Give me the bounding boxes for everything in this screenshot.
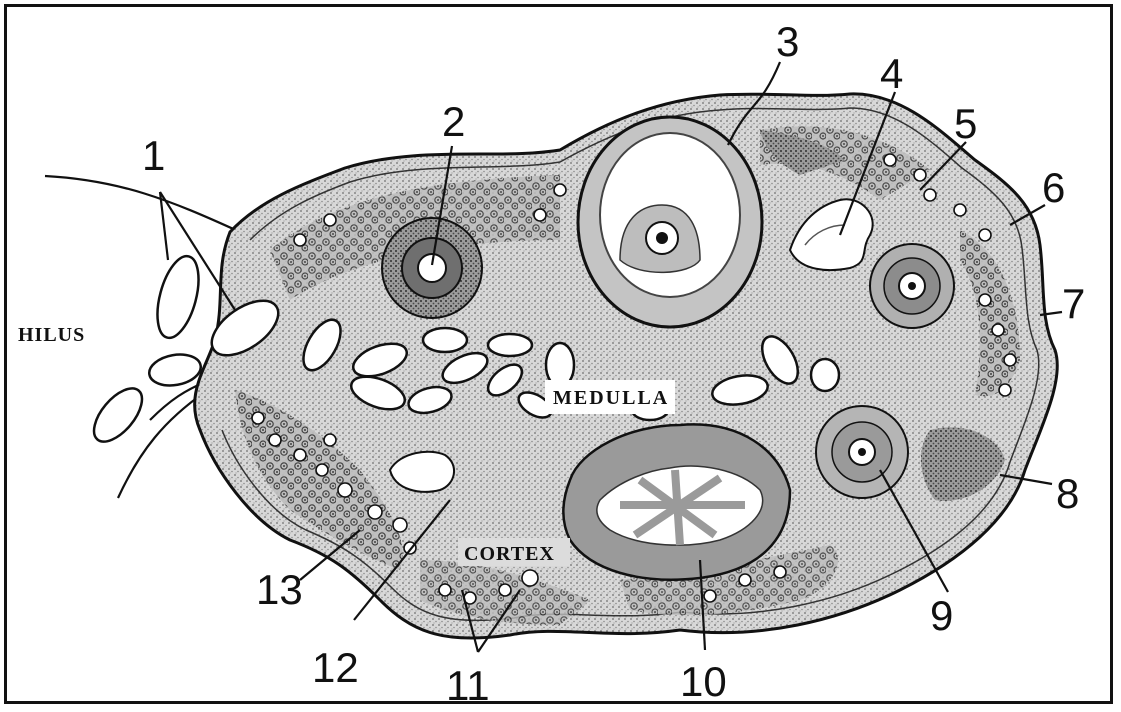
vessel <box>488 334 532 356</box>
callout-10: 10 <box>680 658 727 705</box>
vessel <box>150 252 207 342</box>
cortex-label: CORTEX <box>464 543 555 565</box>
callout-3: 3 <box>776 18 799 65</box>
callout-7: 7 <box>1062 280 1085 327</box>
medulla-label: MEDULLA <box>553 387 669 409</box>
graafian-follicle <box>578 117 762 327</box>
callout-4: 4 <box>880 50 903 97</box>
callout-5: 5 <box>954 100 977 147</box>
callout-12: 12 <box>312 644 359 691</box>
callout-11: 11 <box>446 662 490 709</box>
callout-6: 6 <box>1042 164 1065 211</box>
hilus-label: HILUS <box>18 324 85 346</box>
callout-8: 8 <box>1056 470 1079 517</box>
medulla-label-box: MEDULLA <box>545 380 675 414</box>
secondary-follicle <box>870 244 954 328</box>
primary-follicle <box>816 406 908 498</box>
vessel <box>147 351 203 390</box>
growing-follicle <box>382 218 482 318</box>
vessel <box>85 380 151 450</box>
callout-9: 9 <box>930 592 953 639</box>
vessel <box>423 328 467 352</box>
corpus-luteum <box>563 424 790 579</box>
callout-13: 13 <box>256 566 303 613</box>
cortex-label-box: CORTEX <box>458 538 570 566</box>
vessel <box>811 359 839 391</box>
callout-2: 2 <box>442 98 465 145</box>
callout-1: 1 <box>142 132 165 179</box>
